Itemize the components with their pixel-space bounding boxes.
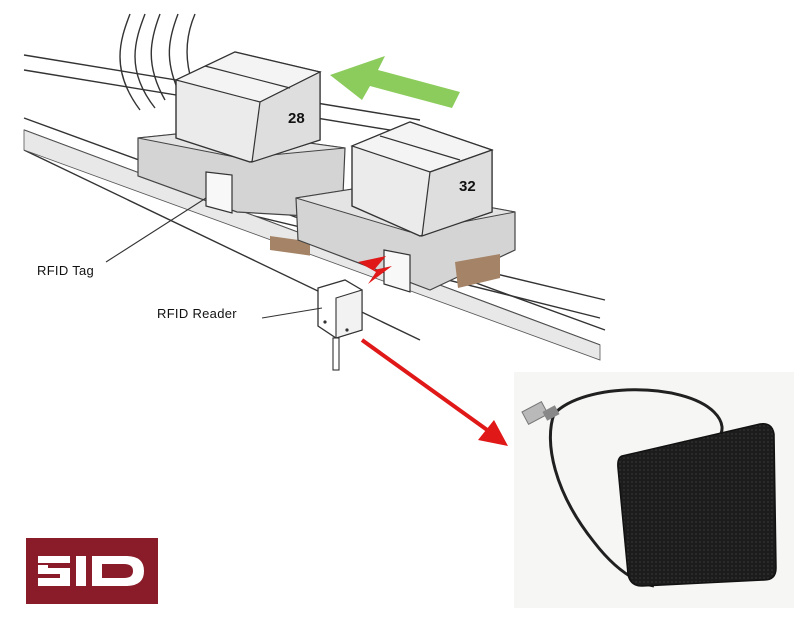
box-32-number: 32 bbox=[459, 178, 476, 195]
rfid-tag-shape-2 bbox=[383, 249, 411, 293]
signal-bolt-icon bbox=[358, 256, 392, 284]
rfid-reader-photo bbox=[514, 372, 794, 608]
rfid-tag-leader bbox=[105, 197, 207, 263]
box-28-number: 28 bbox=[288, 110, 305, 127]
rfid-reader-leader bbox=[261, 307, 323, 319]
sid-logo bbox=[26, 538, 158, 604]
rfid-reader-label: RFID Reader bbox=[157, 306, 237, 321]
rfid-reader-device bbox=[317, 279, 363, 371]
green-arrow-left-icon bbox=[330, 56, 460, 108]
box-28 bbox=[174, 51, 322, 163]
rfid-tag-label: RFID Tag bbox=[37, 263, 95, 278]
rfid-antenna-pad bbox=[617, 422, 777, 587]
sma-connector-icon bbox=[521, 400, 560, 426]
red-arrow-icon bbox=[360, 338, 508, 446]
box-32 bbox=[350, 121, 494, 237]
rfid-tag-shape bbox=[205, 171, 233, 214]
